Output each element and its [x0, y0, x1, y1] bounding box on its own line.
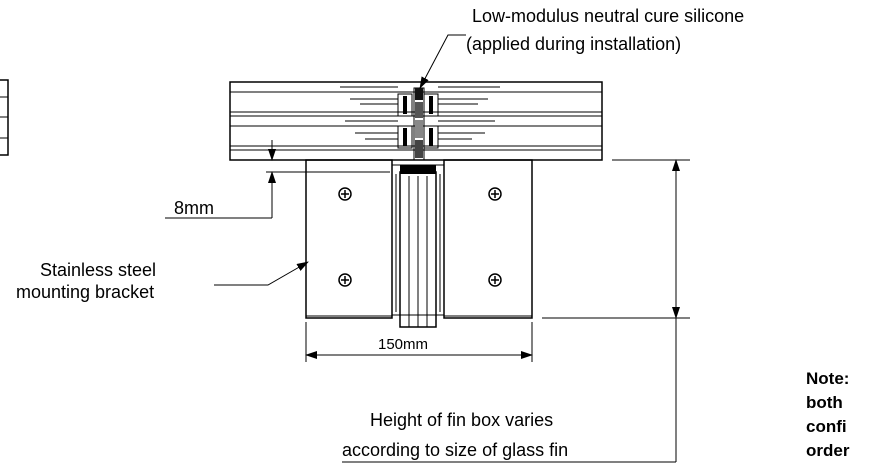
width-dimension	[305, 322, 533, 362]
left-edge-fragment	[0, 79, 9, 156]
height-label-line1: Height of fin box varies	[370, 410, 553, 430]
screw-bottom-right-icon	[488, 273, 502, 287]
glass-fin	[391, 164, 445, 328]
height-label-line2: according to size of glass fin	[342, 440, 568, 460]
screw-bottom-left-icon	[338, 273, 352, 287]
screw-top-left-icon	[338, 187, 352, 201]
note-line1: Note:	[806, 369, 849, 388]
glass-hatching	[340, 86, 500, 140]
silicone-label-line1: Low-modulus neutral cure silicone	[472, 6, 744, 26]
note-line2: both	[806, 393, 843, 412]
bracket-screws	[338, 187, 502, 287]
screw-top-right-icon	[488, 187, 502, 201]
bracket-leader	[214, 261, 309, 286]
mounting-bracket	[305, 159, 533, 319]
silicone-leader	[419, 34, 466, 89]
gap-dimension	[165, 140, 390, 219]
bracket-label-line2: mounting bracket	[16, 282, 154, 302]
gap-dimension-label: 8mm	[174, 198, 214, 218]
note-block: Note: both confi order	[806, 369, 850, 460]
width-dimension-label: 150mm	[378, 336, 428, 353]
glass-panel	[229, 81, 603, 161]
bracket-label-line1: Stainless steel	[40, 260, 156, 280]
silicone-joint	[413, 87, 425, 161]
note-line3: confi	[806, 417, 847, 436]
height-dimension	[342, 159, 690, 463]
note-line4: order	[806, 441, 850, 460]
silicone-label-line2: (applied during installation)	[466, 34, 681, 54]
